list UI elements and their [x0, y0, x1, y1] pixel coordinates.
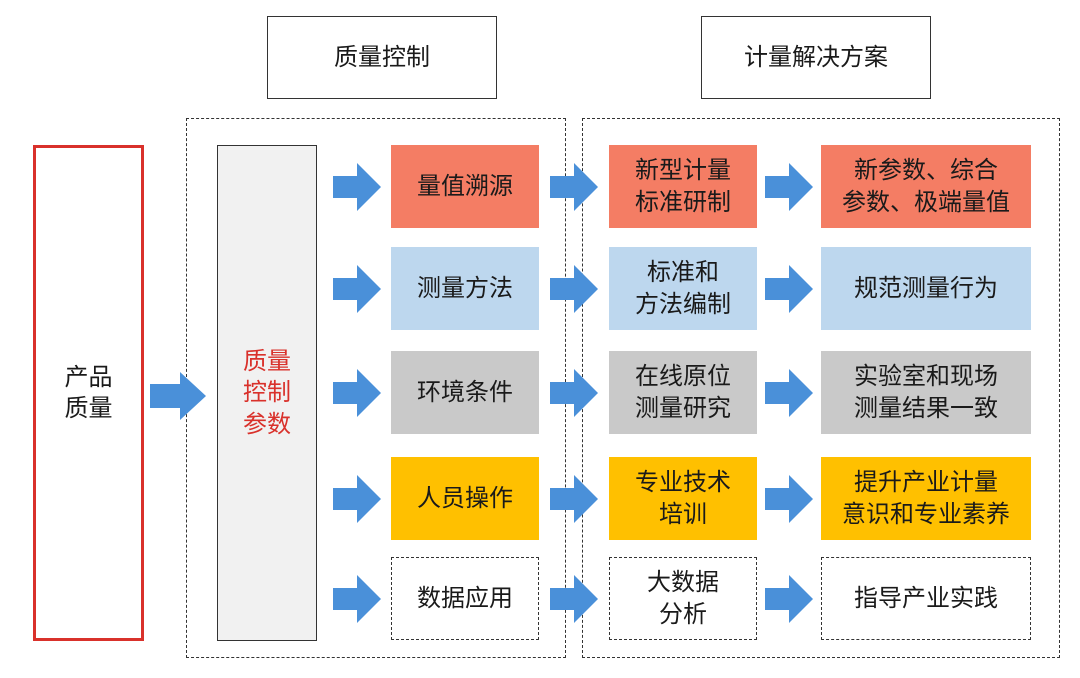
outcome-box-line: 实验室和现场: [854, 362, 998, 391]
factor-box-line: 人员操作: [417, 483, 513, 512]
factor-arrow-icon: [333, 474, 381, 523]
solution-box-line: 标准和: [647, 258, 719, 287]
outcome-box: 规范测量行为: [821, 247, 1031, 330]
factor-box: 环境条件: [391, 351, 539, 434]
solution-box: 新型计量标准研制: [609, 145, 757, 228]
outcome-arrow-icon: [765, 574, 813, 623]
solution-box: 大数据分析: [609, 557, 757, 640]
factor-box-line: 量值溯源: [417, 171, 513, 200]
header-quality-control: 质量控制: [267, 16, 497, 99]
outcome-box: 指导产业实践: [821, 557, 1031, 640]
solution-box-line: 新型计量: [635, 156, 731, 185]
factor-box: 数据应用: [391, 557, 539, 640]
solution-box-line: 培训: [659, 499, 707, 528]
outcome-box: 新参数、综合参数、极端量值: [821, 145, 1031, 228]
outcome-arrow-icon: [765, 368, 813, 417]
solution-box: 专业技术培训: [609, 457, 757, 540]
solution-arrow-icon: [550, 574, 598, 623]
solution-arrow-icon: [550, 264, 598, 313]
factor-box-line: 环境条件: [417, 377, 513, 406]
solution-box-line: 大数据: [647, 568, 719, 597]
outcome-box-line: 测量结果一致: [854, 393, 998, 422]
outcome-arrow-icon: [765, 474, 813, 523]
solution-arrow-icon: [550, 162, 598, 211]
solution-box-line: 专业技术: [635, 468, 731, 497]
outcome-box: 提升产业计量意识和专业素养: [821, 457, 1031, 540]
solution-box: 在线原位测量研究: [609, 351, 757, 434]
solution-box-line: 在线原位: [635, 362, 731, 391]
outcome-arrow-icon: [765, 162, 813, 211]
main-arrow-icon: [150, 372, 206, 420]
solution-box-line: 分析: [659, 599, 707, 628]
outcome-arrow-icon: [765, 264, 813, 313]
outcome-box-line: 提升产业计量: [854, 468, 998, 497]
factor-arrow-icon: [333, 162, 381, 211]
solution-box: 标准和方法编制: [609, 247, 757, 330]
outcome-box-line: 指导产业实践: [854, 583, 998, 612]
solution-box-line: 方法编制: [635, 289, 731, 318]
factor-box: 测量方法: [391, 247, 539, 330]
factor-arrow-icon: [333, 574, 381, 623]
header-metrology-solution: 计量解决方案: [701, 16, 931, 99]
solution-box-line: 标准研制: [635, 187, 731, 216]
factor-arrow-icon: [333, 368, 381, 417]
outcome-box-line: 参数、极端量值: [842, 187, 1010, 216]
factor-box-line: 数据应用: [417, 583, 513, 612]
product-quality-box: 产品 质量: [33, 145, 144, 641]
solution-arrow-icon: [550, 368, 598, 417]
factor-arrow-icon: [333, 264, 381, 313]
control-parameters-box: 质量 控制 参数: [217, 145, 317, 641]
outcome-box-line: 新参数、综合: [854, 156, 998, 185]
solution-arrow-icon: [550, 474, 598, 523]
factor-box: 量值溯源: [391, 145, 539, 228]
factor-box: 人员操作: [391, 457, 539, 540]
outcome-box: 实验室和现场测量结果一致: [821, 351, 1031, 434]
factor-box-line: 测量方法: [417, 273, 513, 302]
outcome-box-line: 意识和专业素养: [842, 499, 1010, 528]
outcome-box-line: 规范测量行为: [854, 273, 998, 302]
solution-box-line: 测量研究: [635, 393, 731, 422]
